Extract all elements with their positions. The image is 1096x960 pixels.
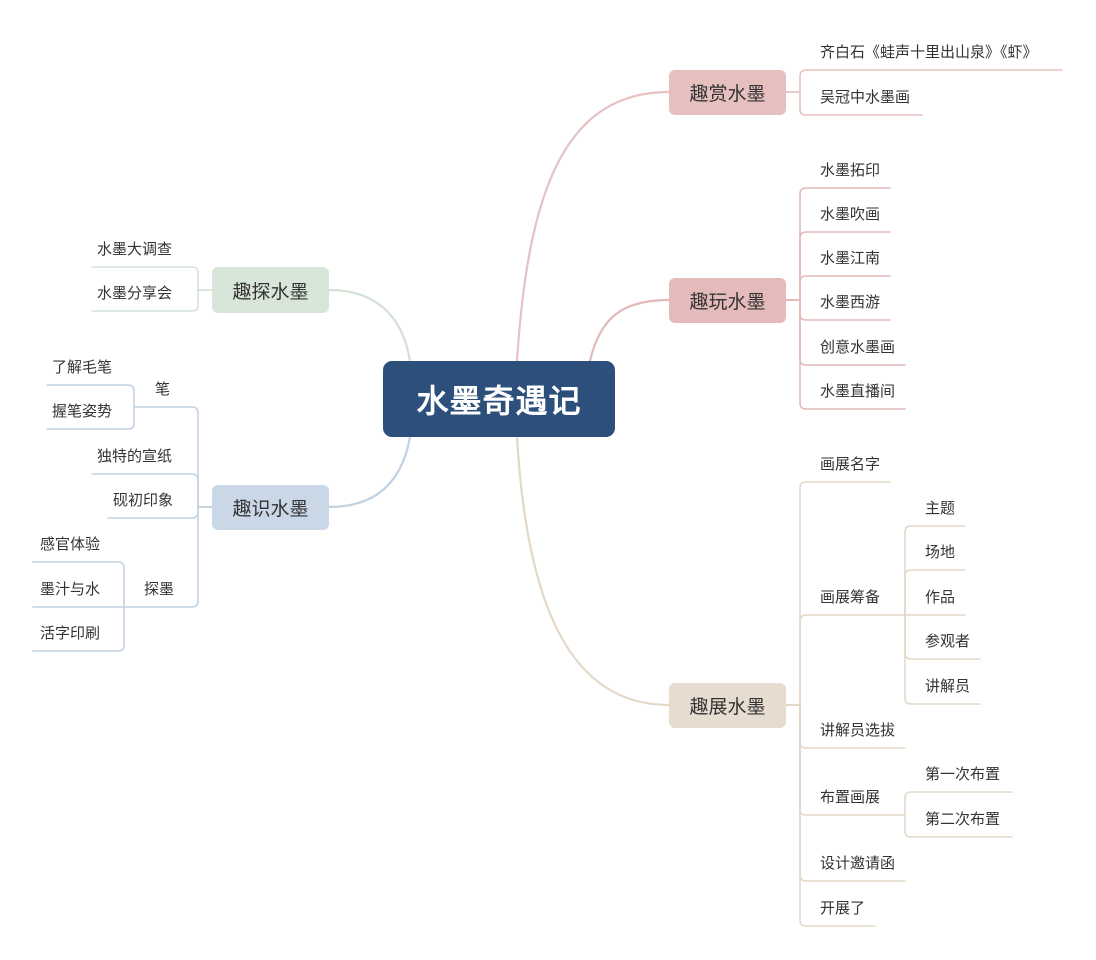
subtopic[interactable]: 设计邀请函 [820, 854, 896, 872]
subtopic[interactable]: 开展了 [820, 899, 866, 917]
connector-leaf [91, 473, 213, 508]
connector-subleaf [46, 406, 135, 430]
subtopic[interactable]: 吴冠中水墨画 [820, 88, 911, 106]
connector-root-shi [327, 435, 412, 509]
branch-topic-tan[interactable]: 趣探水墨 [212, 267, 329, 313]
connector-leaf [785, 704, 876, 927]
connector-root-tan [327, 288, 412, 363]
sub-subtopic[interactable]: 第二次布置 [925, 810, 1001, 828]
connector-subleaf [904, 614, 981, 705]
connector-subleaf [904, 814, 1013, 838]
connector-leaf [785, 69, 1063, 93]
sub-subtopic[interactable]: 讲解员 [925, 677, 971, 695]
sub-subtopic[interactable]: 墨汁与水 [40, 580, 101, 598]
connector-leaf [91, 289, 213, 312]
connector-leaf [785, 299, 906, 410]
sub-subtopic[interactable]: 主题 [925, 499, 956, 517]
connector-leaf [785, 91, 923, 116]
connector-subleaf [32, 606, 125, 652]
subtopic[interactable]: 齐白石《蛙声十里出山泉》《虾》 [820, 43, 1038, 61]
subtopic[interactable]: 布置画展 [820, 788, 881, 806]
subtopic[interactable]: 砚初印象 [113, 491, 174, 509]
connector-leaf [91, 266, 213, 291]
connector-root-wan [588, 298, 671, 363]
connector-subleaf [904, 569, 966, 616]
subtopic[interactable]: 水墨西游 [820, 293, 881, 311]
sub-subtopic[interactable]: 握笔姿势 [52, 402, 113, 420]
subtopic[interactable]: 水墨江南 [820, 249, 881, 267]
subtopic[interactable]: 创意水墨画 [820, 338, 896, 356]
subtopic[interactable]: 水墨分享会 [97, 284, 173, 302]
sub-subtopic[interactable]: 参观者 [925, 632, 971, 650]
sub-subtopic[interactable]: 感官体验 [40, 535, 101, 553]
branch-topic-zhan[interactable]: 趣展水墨 [669, 683, 786, 728]
subtopic[interactable]: 画展名字 [820, 455, 881, 473]
connector-subleaf [46, 384, 135, 408]
sub-subtopic[interactable]: 场地 [925, 543, 956, 561]
connector-leaf [123, 506, 213, 608]
connector-leaf [785, 231, 891, 301]
subtopic[interactable]: 画展筹备 [820, 588, 881, 606]
connector-leaf [785, 481, 891, 706]
sub-subtopic[interactable]: 了解毛笔 [52, 358, 113, 376]
sub-subtopic[interactable]: 作品 [925, 588, 956, 606]
subtopic[interactable]: 水墨拓印 [820, 161, 881, 179]
connector-leaf [785, 187, 891, 301]
connector-root-shang [515, 90, 671, 363]
connector-subleaf [904, 791, 1013, 816]
subtopic[interactable]: 笔 [155, 380, 171, 398]
subtopic[interactable]: 水墨吹画 [820, 205, 881, 223]
subtopic[interactable]: 探墨 [144, 580, 175, 598]
sub-subtopic[interactable]: 第一次布置 [925, 765, 1001, 783]
subtopic[interactable]: 讲解员选拔 [820, 721, 896, 739]
subtopic[interactable]: 水墨大调查 [97, 240, 173, 258]
branch-topic-shi[interactable]: 趣识水墨 [212, 485, 329, 530]
connector-leaf [785, 614, 906, 706]
root-topic[interactable]: 水墨奇遇记 [383, 361, 615, 437]
branch-topic-wan[interactable]: 趣玩水墨 [669, 278, 786, 323]
connector-leaf [133, 406, 213, 508]
branch-topic-shang[interactable]: 趣赏水墨 [669, 70, 786, 115]
connector-subleaf [32, 561, 125, 608]
sub-subtopic[interactable]: 活字印刷 [40, 624, 101, 642]
connector-subleaf [904, 525, 966, 616]
connector-root-zhan [515, 435, 671, 707]
subtopic[interactable]: 独特的宣纸 [97, 447, 173, 465]
connector-leaf [785, 275, 891, 301]
subtopic[interactable]: 水墨直播间 [820, 382, 896, 400]
